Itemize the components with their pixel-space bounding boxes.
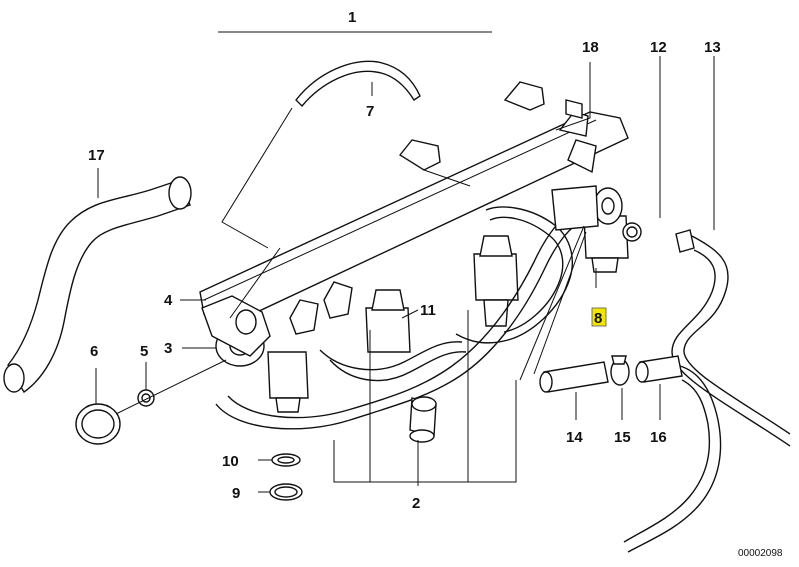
rail-cups [289,139,597,335]
fuel-line-13[interactable] [671,229,791,447]
o-ring-10[interactable] [271,453,301,467]
injector[interactable] [267,351,309,413]
o-ring-6[interactable] [75,403,121,445]
callout-16[interactable]: 16 [650,429,667,446]
o-ring-5[interactable] [137,389,155,407]
callout-9[interactable]: 9 [232,485,240,502]
hose-connector[interactable] [409,396,437,443]
o-ring-12[interactable] [622,222,642,242]
callout-14[interactable]: 14 [566,429,583,446]
rail-fitting[interactable] [551,185,623,231]
coolant-hose-17[interactable] [3,176,192,394]
lower-hose-2[interactable] [215,205,585,430]
o-ring-9[interactable] [269,483,303,501]
vacuum-hose-7[interactable] [295,60,421,108]
leader-lines [95,31,715,493]
callout-2[interactable]: 2 [412,495,420,512]
hose-clamp-15[interactable] [610,355,630,386]
injector[interactable] [365,289,411,353]
injector[interactable] [473,235,519,327]
callout-4[interactable]: 4 [164,292,173,309]
callout-17[interactable]: 17 [88,147,105,164]
callout-11[interactable]: 11 [420,302,436,319]
drawing-code: 00002098 [738,548,783,559]
callout-12[interactable]: 12 [650,39,667,56]
callout-3[interactable]: 3 [164,340,172,357]
callout-5[interactable]: 5 [140,343,148,360]
pipe-16[interactable] [623,355,722,553]
pressure-regulator-3[interactable] [201,295,271,367]
callout-13[interactable]: 13 [704,39,721,56]
callout-15[interactable]: 15 [614,429,631,446]
callout-7[interactable]: 7 [366,103,374,120]
callout-10[interactable]: 10 [222,453,239,470]
callout-18[interactable]: 18 [582,39,599,56]
rail-bracket [398,81,545,187]
highlight-box-8 [591,307,607,327]
callout-8[interactable]: 8 [594,310,602,327]
hose-14[interactable] [539,361,609,393]
callout-1[interactable]: 1 [348,9,356,26]
callout-6[interactable]: 6 [90,343,98,360]
